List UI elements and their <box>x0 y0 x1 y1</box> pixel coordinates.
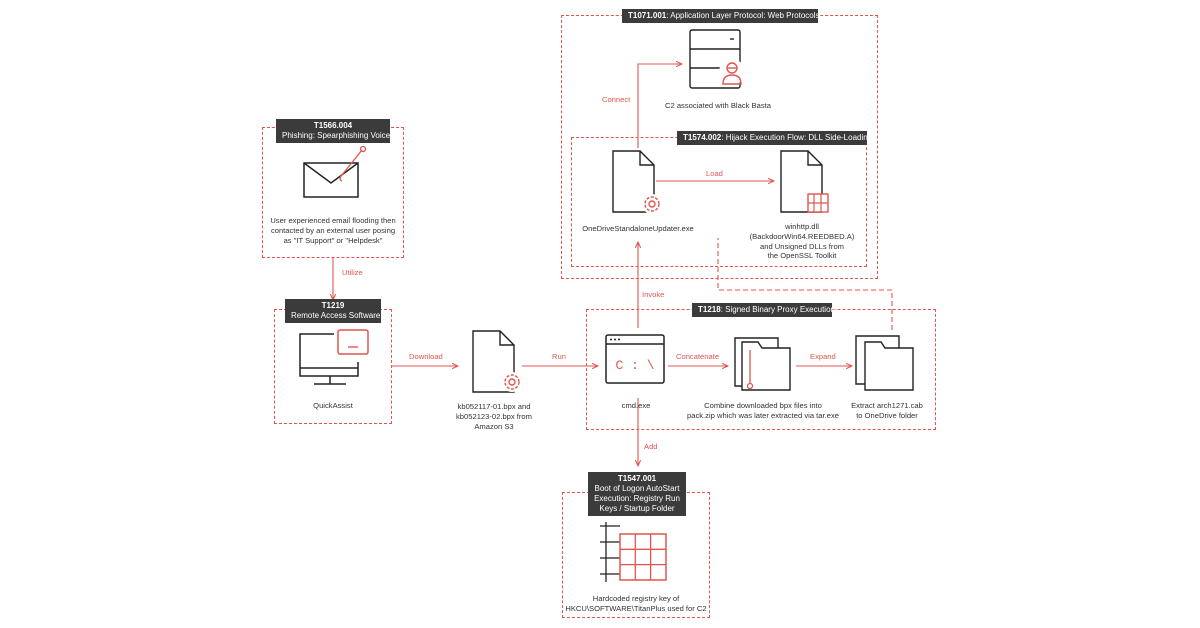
folder-icon <box>855 335 914 391</box>
t1547-code: T1547.001 <box>617 474 657 483</box>
computer-icon <box>299 329 369 385</box>
registry-line2: HKCU\SOFTWARE\TitanPlus used for C2 <box>565 603 707 613</box>
registry-line1: Hardcoded registry key of <box>592 594 680 603</box>
email-line3: as "IT Support" or "Helpdesk" <box>283 235 383 245</box>
label-invoke: Invoke <box>642 290 665 299</box>
winhttp-line4: the OpenSSL Toolkit <box>767 251 837 261</box>
combine-caption: Combine downloaded bpx files into pack.z… <box>680 401 846 421</box>
t1574-code: T1574.002 <box>683 133 722 142</box>
header-t1219: T1219 Remote Access Software <box>285 299 381 323</box>
bpx-line3: Amazon S3 <box>474 421 514 431</box>
folder-zip-icon <box>734 337 791 391</box>
terminal-screen-text: C : \ <box>615 358 654 373</box>
bpx-caption: kb052117-01.bpx and kb052123-02.bpx from… <box>446 402 542 431</box>
t1547-line2: Execution: Registry Run <box>594 494 680 503</box>
registry-caption: Hardcoded registry key of HKCU\SOFTWARE\… <box>556 594 716 614</box>
t1547-line1: Boot of Logon AutoStart <box>594 484 680 493</box>
c2-caption: C2 associated with Black Basta <box>665 101 771 110</box>
bpx-line2: kb052123-02.bpx from <box>456 411 532 421</box>
label-load: Load <box>706 169 723 178</box>
email-line1: User experienced email flooding then <box>270 216 396 225</box>
file-dll-icon <box>780 150 829 213</box>
header-t1566: T1566.004 Phishing: Spearphishing Voice <box>276 119 390 143</box>
winhttp-line3: and Unsigned DLLs from <box>760 241 844 251</box>
label-add: Add <box>644 442 658 451</box>
t1218-title: : Signed Binary Proxy Execution <box>720 305 835 314</box>
server-hacker-icon <box>689 29 745 89</box>
registry-grid-icon <box>600 522 667 582</box>
extract-line2: to OneDrive folder <box>856 410 918 420</box>
t1574-title: : Hijack Execution Flow: DLL Side-Loadin… <box>721 133 873 142</box>
envelope-hook-icon <box>303 145 367 198</box>
winhttp-caption: winhttp.dll (BackdoorWin64.REEDBED.A) an… <box>744 222 860 261</box>
label-connect: Connect <box>602 95 631 104</box>
t1071-code: T1071.001 <box>628 11 667 20</box>
header-t1071: T1071.001: Application Layer Protocol: W… <box>622 9 820 23</box>
header-t1218: T1218: Signed Binary Proxy Execution <box>692 303 835 317</box>
quickassist-caption: QuickAssist <box>313 401 353 410</box>
bpx-line1: kb052117-01.bpx and <box>457 402 531 411</box>
terminal-icon: C : \ <box>605 334 665 384</box>
file-gear-icon <box>612 150 662 214</box>
header-t1547: T1547.001 Boot of Logon AutoStart Execut… <box>588 472 686 516</box>
email-line2: contacted by an external user posing <box>270 225 396 235</box>
header-t1574: T1574.002: Hijack Execution Flow: DLL Si… <box>677 131 872 145</box>
extract-caption: Extract arch1271.cab to OneDrive folder <box>842 401 932 421</box>
edge-extract-link <box>717 238 893 330</box>
t1071-title: : Application Layer Protocol: Web Protoc… <box>666 11 820 20</box>
edge-connect <box>637 64 682 148</box>
cmd-caption: cmd.exe <box>621 401 651 410</box>
extract-line1: Extract arch1271.cab <box>851 401 923 410</box>
label-run: Run <box>552 352 566 361</box>
t1547-line3: Keys / Startup Folder <box>599 504 675 513</box>
winhttp-line2: (BackdoorWin64.REEDBED.A) <box>749 231 855 241</box>
t1218-code: T1218 <box>698 305 721 314</box>
updater-caption: OneDriveStandaloneUpdater.exe <box>582 224 694 233</box>
t1219-title: Remote Access Software <box>291 311 381 320</box>
t1566-title: Phishing: Spearphishing Voice <box>282 131 391 140</box>
label-download: Download <box>409 352 443 361</box>
label-expand: Expand <box>810 352 836 361</box>
file-gear-icon <box>472 330 522 393</box>
email-caption: User experienced email flooding then con… <box>263 216 403 245</box>
combine-line2: pack.zip which was later extracted via t… <box>687 410 839 420</box>
label-utilize: Utilize <box>342 268 363 277</box>
combine-line1: Combine downloaded bpx files into <box>704 401 822 410</box>
label-concatenate: Concatenate <box>676 352 720 361</box>
t1566-code: T1566.004 <box>313 121 353 130</box>
winhttp-line1: winhttp.dll <box>785 222 819 231</box>
t1219-code: T1219 <box>321 301 345 310</box>
